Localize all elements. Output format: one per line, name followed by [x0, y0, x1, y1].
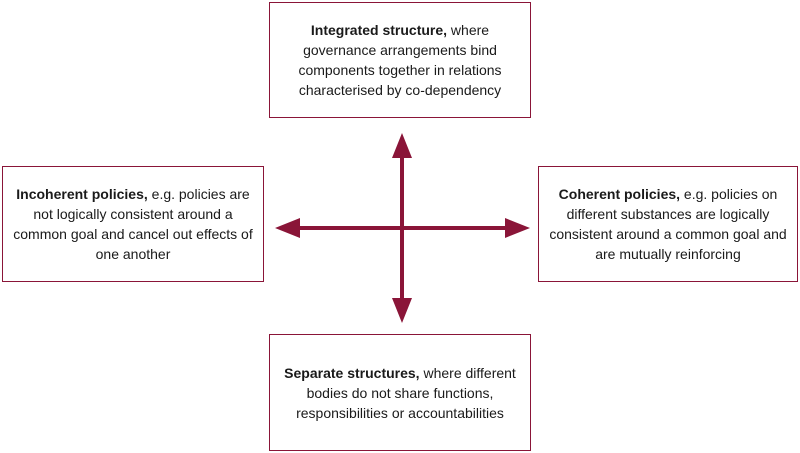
- arrow-up-icon: [392, 133, 412, 158]
- separate-structures-heading: Separate structures,: [284, 364, 420, 381]
- incoherent-policies-text: Incoherent policies, e.g. policies are n…: [13, 184, 253, 264]
- separate-structures-box: Separate structures, where different bod…: [269, 334, 531, 451]
- integrated-structure-description: where governance arrangements bind compo…: [298, 22, 502, 98]
- coherent-policies-box: Coherent policies, e.g. policies on diff…: [538, 166, 798, 282]
- separate-structures-description: where different bodies do not share func…: [296, 364, 516, 421]
- arrow-right-icon: [505, 218, 530, 238]
- integrated-structure-text: Integrated structure, where governance a…: [280, 20, 520, 100]
- separate-structures-text: Separate structures, where different bod…: [280, 363, 520, 423]
- coherent-policies-text: Coherent policies, e.g. policies on diff…: [549, 184, 787, 264]
- arrow-left-icon: [275, 218, 300, 238]
- integrated-structure-box: Integrated structure, where governance a…: [269, 2, 531, 118]
- incoherent-policies-description: e.g. policies are not logically consiste…: [13, 186, 253, 262]
- integrated-structure-heading: Integrated structure,: [310, 22, 448, 38]
- arrow-down-icon: [392, 298, 412, 323]
- incoherent-policies-heading: Incoherent policies,: [16, 186, 148, 202]
- coherent-policies-heading: Coherent policies,: [558, 186, 681, 202]
- coherent-policies-description: e.g. policies on different substances ar…: [549, 186, 787, 262]
- incoherent-policies-box: Incoherent policies, e.g. policies are n…: [2, 166, 264, 282]
